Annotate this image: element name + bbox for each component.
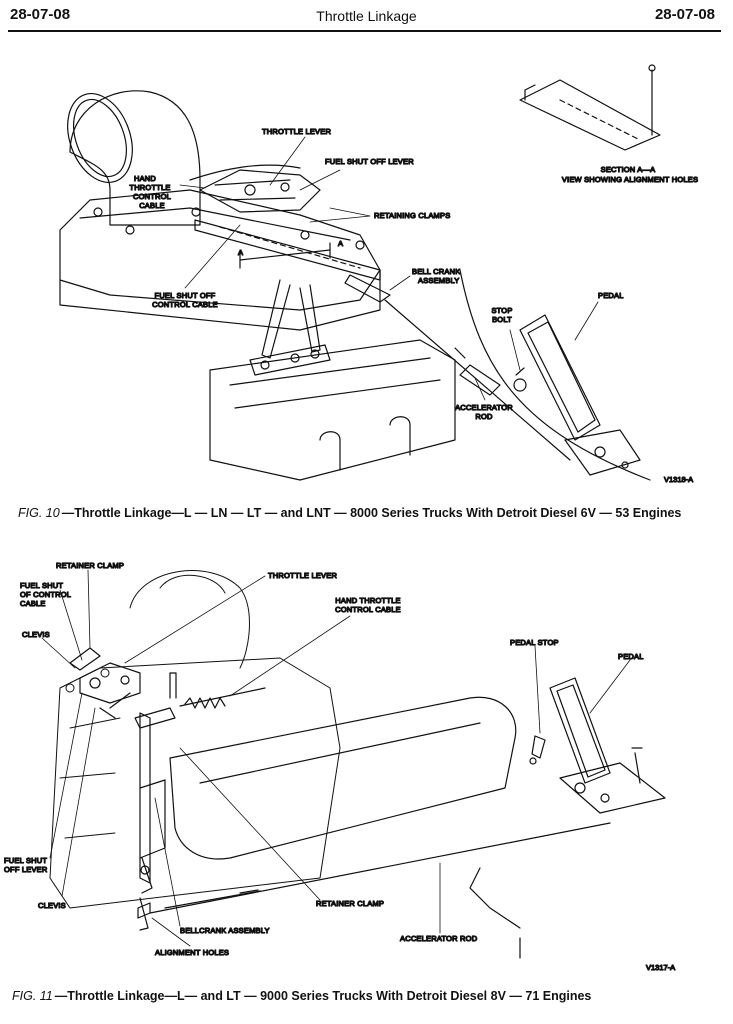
figure-10-caption-text: —Throttle Linkage—L — LN — LT — and LNT … xyxy=(61,506,682,520)
label-retainer-clamp-bottom: RETAINER CLAMP xyxy=(316,899,384,908)
label-hand-throttle-2: CONTROL CABLE xyxy=(335,605,401,614)
floor-line xyxy=(469,867,521,929)
leader-lines xyxy=(41,569,631,947)
figure-11: RETAINER CLAMP THROTTLE LEVER FUEL SHUT … xyxy=(0,548,733,978)
label-hand-throttle-2: THROTTLE xyxy=(129,183,170,192)
rocker-cover xyxy=(209,339,456,481)
label-hand-throttle-1: HAND xyxy=(134,174,156,183)
throttle-assembly xyxy=(189,164,321,213)
label-accel-rod-1: ACCELERATOR xyxy=(455,403,513,412)
section-markers xyxy=(239,242,331,269)
figure-10: THROTTLE LEVER FUEL SHUT OFF LEVER HAND … xyxy=(0,40,733,490)
label-hand-throttle-1: HAND THROTTLE xyxy=(335,596,400,605)
label-pedal: PEDAL xyxy=(618,652,644,661)
label-retainer-clamp-top: RETAINER CLAMP xyxy=(56,561,124,570)
figure-code: V1318-A xyxy=(664,475,693,484)
label-fuel-shut-lever-2: OFF LEVER xyxy=(4,865,48,874)
engine-block xyxy=(59,189,381,331)
label-hand-throttle-4: CABLE xyxy=(139,201,165,210)
page-number-left: 28-07-08 xyxy=(10,6,71,23)
accelerator-rod xyxy=(384,299,571,461)
figure-11-drawing: RETAINER CLAMP THROTTLE LEVER FUEL SHUT … xyxy=(3,560,675,972)
label-clevis-bottom: CLEVIS xyxy=(38,901,66,910)
figure-10-drawing: THROTTLE LEVER FUEL SHUT OFF LEVER HAND … xyxy=(59,64,699,485)
label-pedal: PEDAL xyxy=(598,291,624,300)
figure-11-caption-text: —Throttle Linkage—L— and LT — 9000 Serie… xyxy=(54,989,592,1003)
label-stop-bolt-1: STOP xyxy=(491,306,512,315)
pedal-stop xyxy=(529,735,546,765)
support-bracket xyxy=(249,279,331,376)
label-accel-rod: ACCELERATOR ROD xyxy=(400,934,478,943)
section-detail xyxy=(519,64,661,151)
pedal xyxy=(513,314,641,476)
figure-11-caption: FIG. 11—Throttle Linkage—L— and LT — 900… xyxy=(12,989,591,1003)
label-fuel-shut-cable-3: CABLE xyxy=(20,599,46,608)
header-rule xyxy=(8,30,721,32)
label-fuel-shut-cable-2: OF CONTROL xyxy=(20,590,71,599)
label-section-1: SECTION A—A xyxy=(601,165,656,174)
label-retaining-clamps: RETAINING CLAMPS xyxy=(374,211,450,220)
throttle-mechanism xyxy=(69,647,141,719)
label-section-2: VIEW SHOWING ALIGNMENT HOLES xyxy=(562,175,698,184)
page-header: 28-07-08 Throttle Linkage 28-07-08 xyxy=(0,0,733,34)
leader-lines xyxy=(179,136,599,401)
figure-11-number: FIG. 11 xyxy=(12,989,53,1003)
label-throttle-lever: THROTTLE LEVER xyxy=(262,127,331,136)
label-hand-throttle-3: CONTROL xyxy=(133,192,171,201)
label-accel-rod-2: ROD xyxy=(475,412,493,421)
figure-10-caption: FIG. 10—Throttle Linkage—L — LN — LT — a… xyxy=(18,506,681,520)
label-alignment-holes: ALIGNMENT HOLES xyxy=(155,948,229,957)
hand-throttle-cable xyxy=(169,672,266,709)
air-intake-elbow xyxy=(67,90,201,226)
label-clevis-top: CLEVIS xyxy=(22,630,50,639)
page-title: Throttle Linkage xyxy=(316,8,417,24)
accelerator-rod xyxy=(149,822,611,914)
page-number-right: 28-07-08 xyxy=(654,6,715,23)
label-bell-crank-2: ASSEMBLY xyxy=(418,276,459,285)
figure-code: V1317-A xyxy=(646,963,675,972)
label-fuel-shut-cable-1: FUEL SHUT xyxy=(20,581,63,590)
label-stop-bolt-2: BOLT xyxy=(492,315,512,324)
bell-crank-bar xyxy=(194,219,391,303)
label-pedal-stop: PEDAL STOP xyxy=(510,638,559,647)
bellcrank-column xyxy=(134,707,176,931)
label-a-right: A xyxy=(338,239,343,248)
pedal xyxy=(549,677,666,814)
floor-line xyxy=(459,269,651,481)
figure-10-number: FIG. 10 xyxy=(18,506,60,520)
label-bellcrank: BELLCRANK ASSEMBLY xyxy=(180,926,270,935)
label-throttle-lever: THROTTLE LEVER xyxy=(268,571,337,580)
label-fuel-shut-off-lever: FUEL SHUT OFF LEVER xyxy=(325,157,414,166)
label-fuel-cable-1: FUEL SHUT OFF xyxy=(155,291,216,300)
label-bell-crank-1: BELL CRANK xyxy=(412,267,460,276)
label-fuel-shut-lever-1: FUEL SHUT xyxy=(4,856,47,865)
rocker-cover xyxy=(169,696,517,860)
label-fuel-cable-2: CONTROL CABLE xyxy=(152,300,218,309)
label-a-left: A xyxy=(238,248,243,257)
engine-outline xyxy=(49,570,341,909)
